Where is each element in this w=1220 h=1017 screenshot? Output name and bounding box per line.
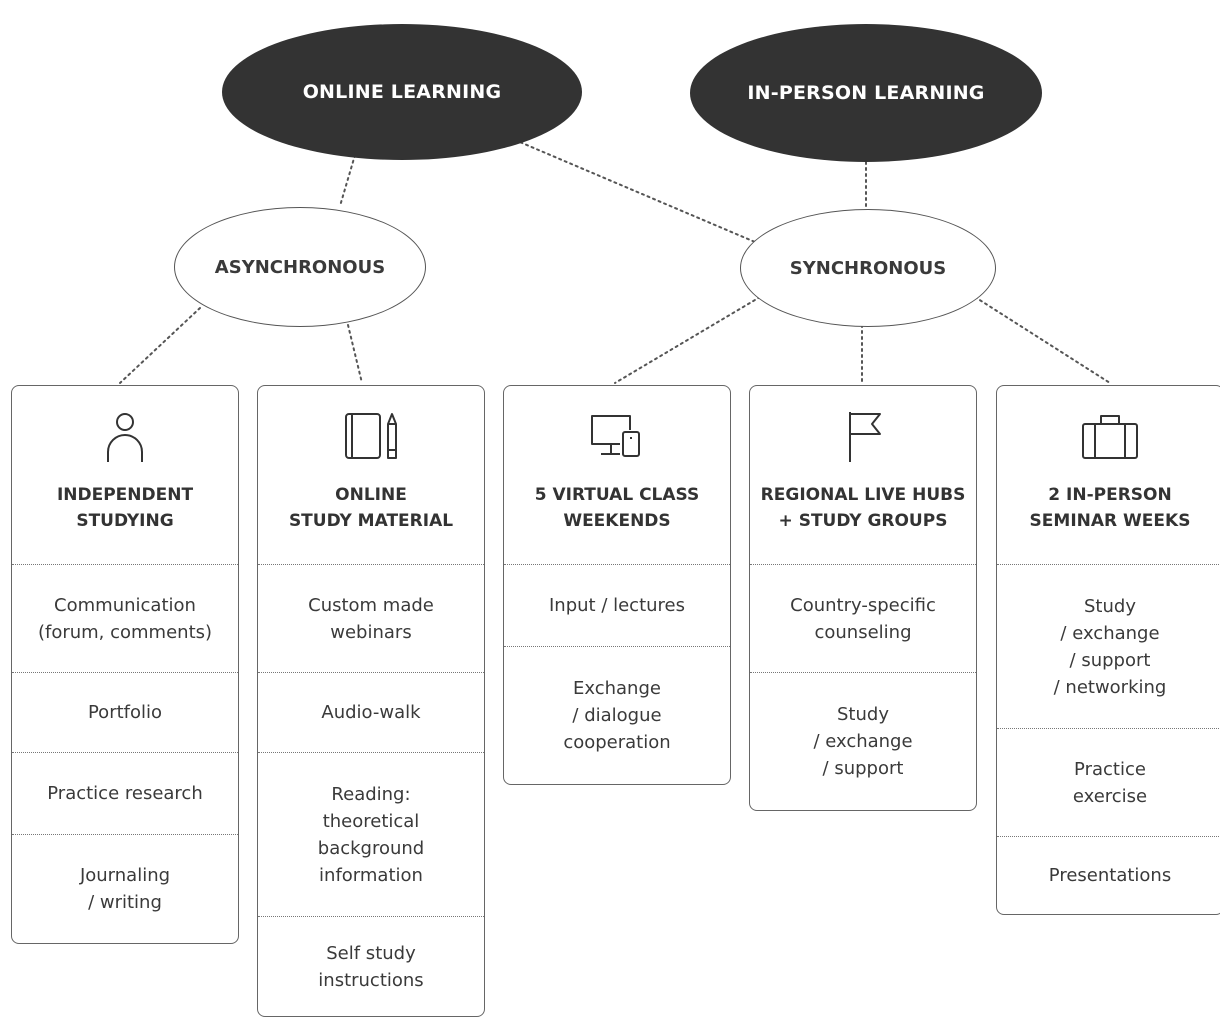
synchronous-node: SYNCHRONOUS	[740, 209, 996, 327]
card-item: Self study instructions	[258, 916, 484, 1016]
connector-synchronous-card3	[614, 296, 761, 384]
card-regional-live-hubs: REGIONAL LIVE HUBS + STUDY GROUPS Countr…	[749, 385, 977, 811]
card-item: Country-specific counseling	[750, 564, 976, 672]
synchronous-label: SYNCHRONOUS	[789, 257, 947, 279]
card-title: REGIONAL LIVE HUBS + STUDY GROUPS	[760, 485, 966, 531]
connector-asynchronous-card2	[347, 324, 363, 384]
card-header: 5 VIRTUAL CLASS WEEKENDS	[504, 386, 730, 564]
card-item: Input / lectures	[504, 564, 730, 646]
flag-icon	[849, 412, 881, 462]
card-title: INDEPENDENT STUDYING	[56, 485, 194, 531]
card-virtual-class-weekends: 5 VIRTUAL CLASS WEEKENDS Input / lecture…	[503, 385, 731, 785]
card-item: Custom made webinars	[258, 564, 484, 672]
card-item: Exchange / dialogue cooperation	[504, 646, 730, 784]
asynchronous-label: ASYNCHRONOUS	[214, 256, 386, 278]
card-item: Practice exercise	[997, 728, 1220, 836]
card-item: Audio-walk	[258, 672, 484, 752]
card-item: Communication (forum, comments)	[12, 564, 238, 672]
card-header: 2 IN-PERSON SEMINAR WEEKS	[997, 386, 1220, 564]
card-item: Reading: theoretical background informat…	[258, 752, 484, 916]
suitcase-icon	[1082, 415, 1138, 459]
card-in-person-seminar-weeks: 2 IN-PERSON SEMINAR WEEKS Study / exchan…	[996, 385, 1220, 915]
connector-synchronous-card5	[974, 296, 1111, 384]
notebook-pencil-icon	[345, 413, 397, 459]
card-item: Portfolio	[12, 672, 238, 752]
card-item: Study / exchange / support / networking	[997, 564, 1220, 728]
online-learning-node: ONLINE LEARNING	[222, 24, 582, 160]
card-header: INDEPENDENT STUDYING	[12, 386, 238, 564]
devices-icon	[591, 415, 640, 457]
card-online-study-material: ONLINE STUDY MATERIAL Custom made webina…	[257, 385, 485, 1017]
card-item: Journaling / writing	[12, 834, 238, 943]
card-item: Practice research	[12, 752, 238, 834]
card-title: ONLINE STUDY MATERIAL	[288, 485, 454, 531]
in-person-learning-label: IN-PERSON LEARNING	[747, 82, 985, 104]
connector-online-synchronous	[514, 139, 756, 243]
card-title: 2 IN-PERSON SEMINAR WEEKS	[1029, 485, 1191, 531]
card-item: Study / exchange / support	[750, 672, 976, 810]
online-learning-label: ONLINE LEARNING	[302, 81, 502, 103]
asynchronous-node: ASYNCHRONOUS	[174, 207, 426, 327]
in-person-learning-node: IN-PERSON LEARNING	[690, 24, 1042, 162]
card-item: Presentations	[997, 836, 1220, 914]
card-header: REGIONAL LIVE HUBS + STUDY GROUPS	[750, 386, 976, 564]
card-title: 5 VIRTUAL CLASS WEEKENDS	[534, 485, 700, 531]
connector-asynchronous-card1	[119, 307, 201, 384]
card-header: ONLINE STUDY MATERIAL	[258, 386, 484, 564]
connector-online-asynchronous	[339, 154, 356, 207]
person-icon	[107, 413, 143, 462]
card-independent-studying: INDEPENDENT STUDYING Communication (foru…	[11, 385, 239, 944]
